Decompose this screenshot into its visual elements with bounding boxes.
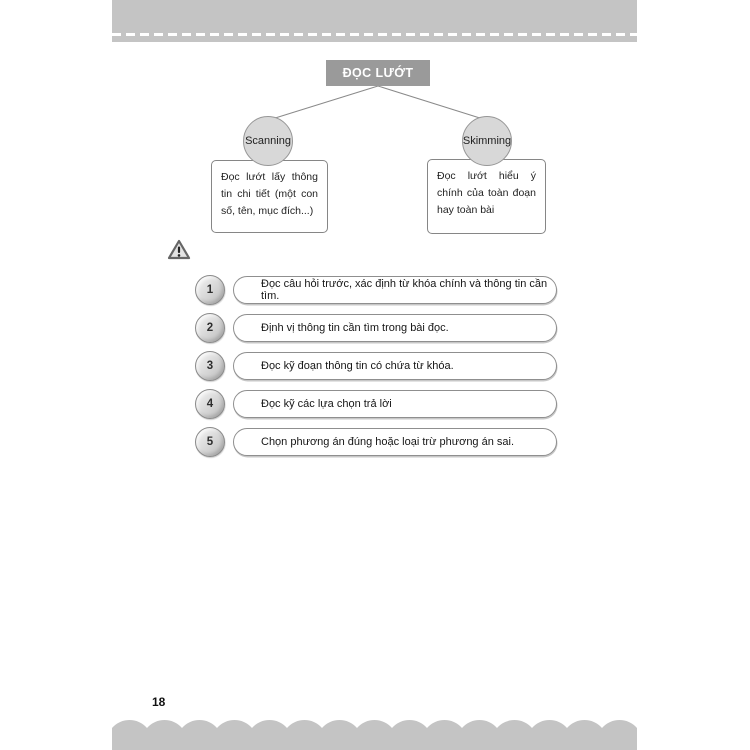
scanning-node: Scanning [243,116,293,166]
step-item: Đọc kỹ các lựa chọn trả lời [233,390,557,418]
skimming-description-box: Đọc lướt hiểu ý chính của toàn đoạn hay … [427,159,546,234]
dashed-stitch-line [112,33,637,36]
step-item: Đọc câu hỏi trước, xác định từ khóa chín… [233,276,557,304]
step-number-badge: 3 [195,351,225,381]
flowchart-root-node: ĐỌC LƯỚT [326,60,430,86]
top-decorative-band [112,0,637,42]
step-number-badge: 1 [195,275,225,305]
step-item: Đọc kỹ đoạn thông tin có chứa từ khóa. [233,352,557,380]
step-number-badge: 2 [195,313,225,343]
step-number-badge: 5 [195,427,225,457]
skimming-node: Skimming [462,116,512,166]
bottom-scalloped-border [112,720,637,750]
step-item: Định vị thông tin cần tìm trong bài đọc. [233,314,557,342]
step-item: Chọn phương án đúng hoặc loại trừ phương… [233,428,557,456]
scanning-description-box: Đọc lướt lấy thông tin chi tiết (một con… [211,160,328,233]
warning-triangle-icon [167,239,191,260]
page-number: 18 [152,695,166,709]
step-number-badge: 4 [195,389,225,419]
